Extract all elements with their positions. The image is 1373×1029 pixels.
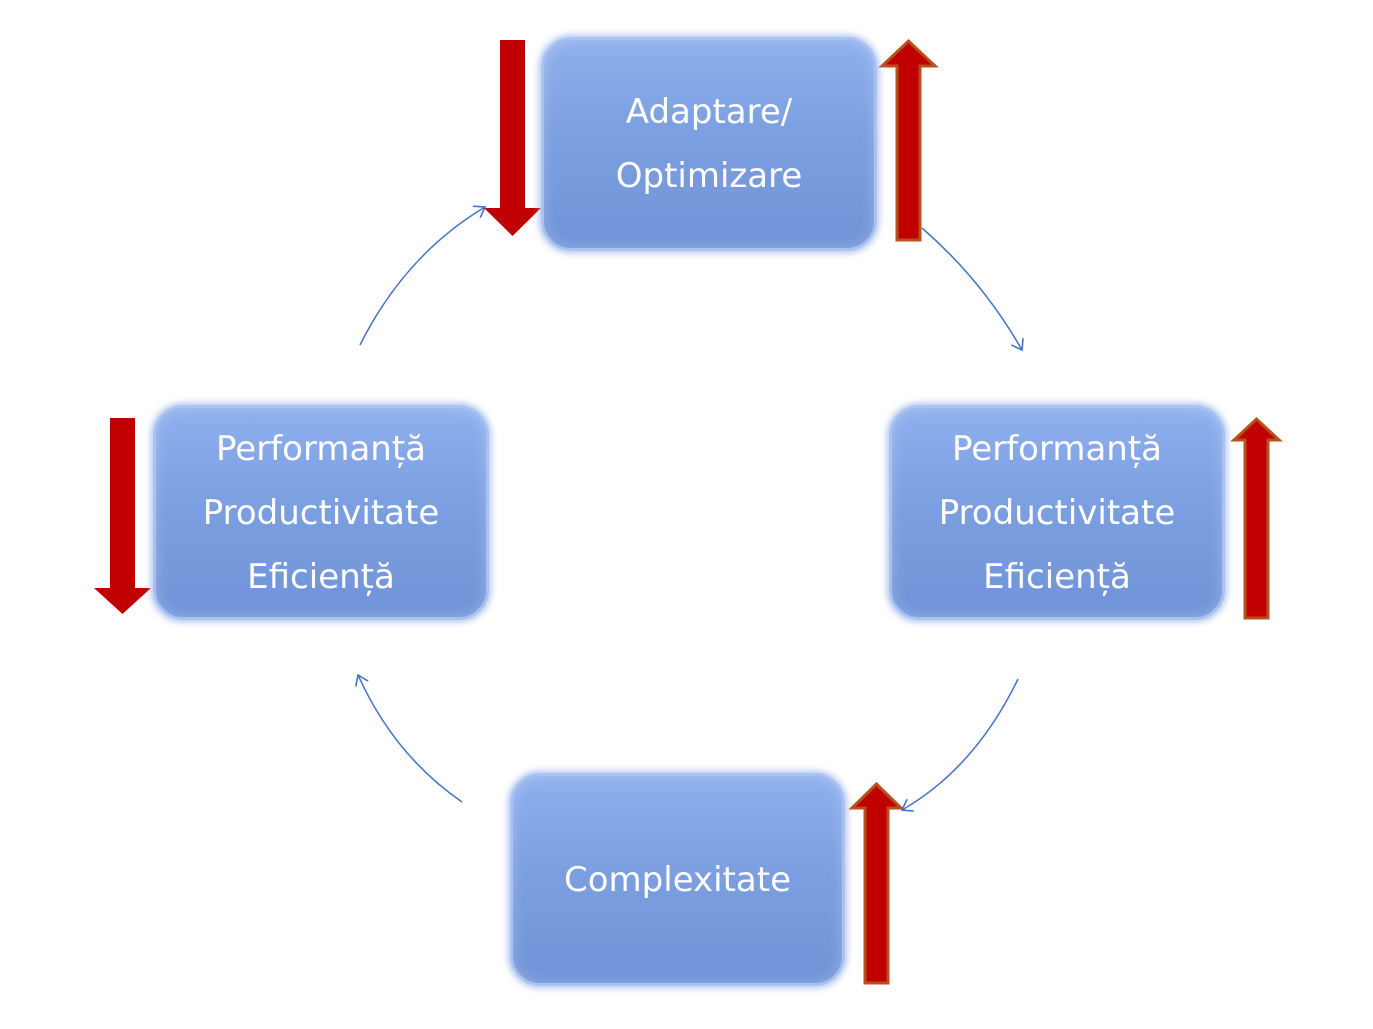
connector-left-to-top	[359, 207, 485, 346]
node-label-line: Optimizare	[615, 156, 803, 196]
increase-arrow-icon	[1230, 416, 1283, 620]
node-performanta-left: Performanță Productivitate Eficiență	[153, 405, 489, 620]
node-performanta-right: Performanță Productivitate Eficiență	[889, 405, 1225, 620]
node-label-line: Productivitate	[202, 492, 440, 533]
connector-top-to-right	[921, 227, 1022, 350]
node-label-line: Adaptare/	[625, 92, 793, 132]
decrease-arrow-icon	[484, 40, 541, 236]
connector-right-to-bottom	[902, 678, 1019, 810]
increase-arrow-icon	[878, 38, 939, 242]
connector-bottom-to-left	[358, 675, 463, 803]
node-label-line: Performanță	[215, 428, 426, 469]
node-label-line: Eficiență	[983, 556, 1131, 597]
node-adaptare-optimizare: Adaptare/ Optimizare	[541, 37, 877, 251]
decrease-arrow-icon	[94, 418, 151, 614]
node-label-line: Performanță	[951, 428, 1162, 469]
increase-arrow-icon	[848, 781, 905, 985]
node-complexitate: Complexitate	[510, 773, 845, 986]
node-label-line: Eficiență	[247, 556, 395, 597]
node-label-line: Productivitate	[938, 492, 1176, 533]
node-label-line: Complexitate	[564, 859, 791, 900]
